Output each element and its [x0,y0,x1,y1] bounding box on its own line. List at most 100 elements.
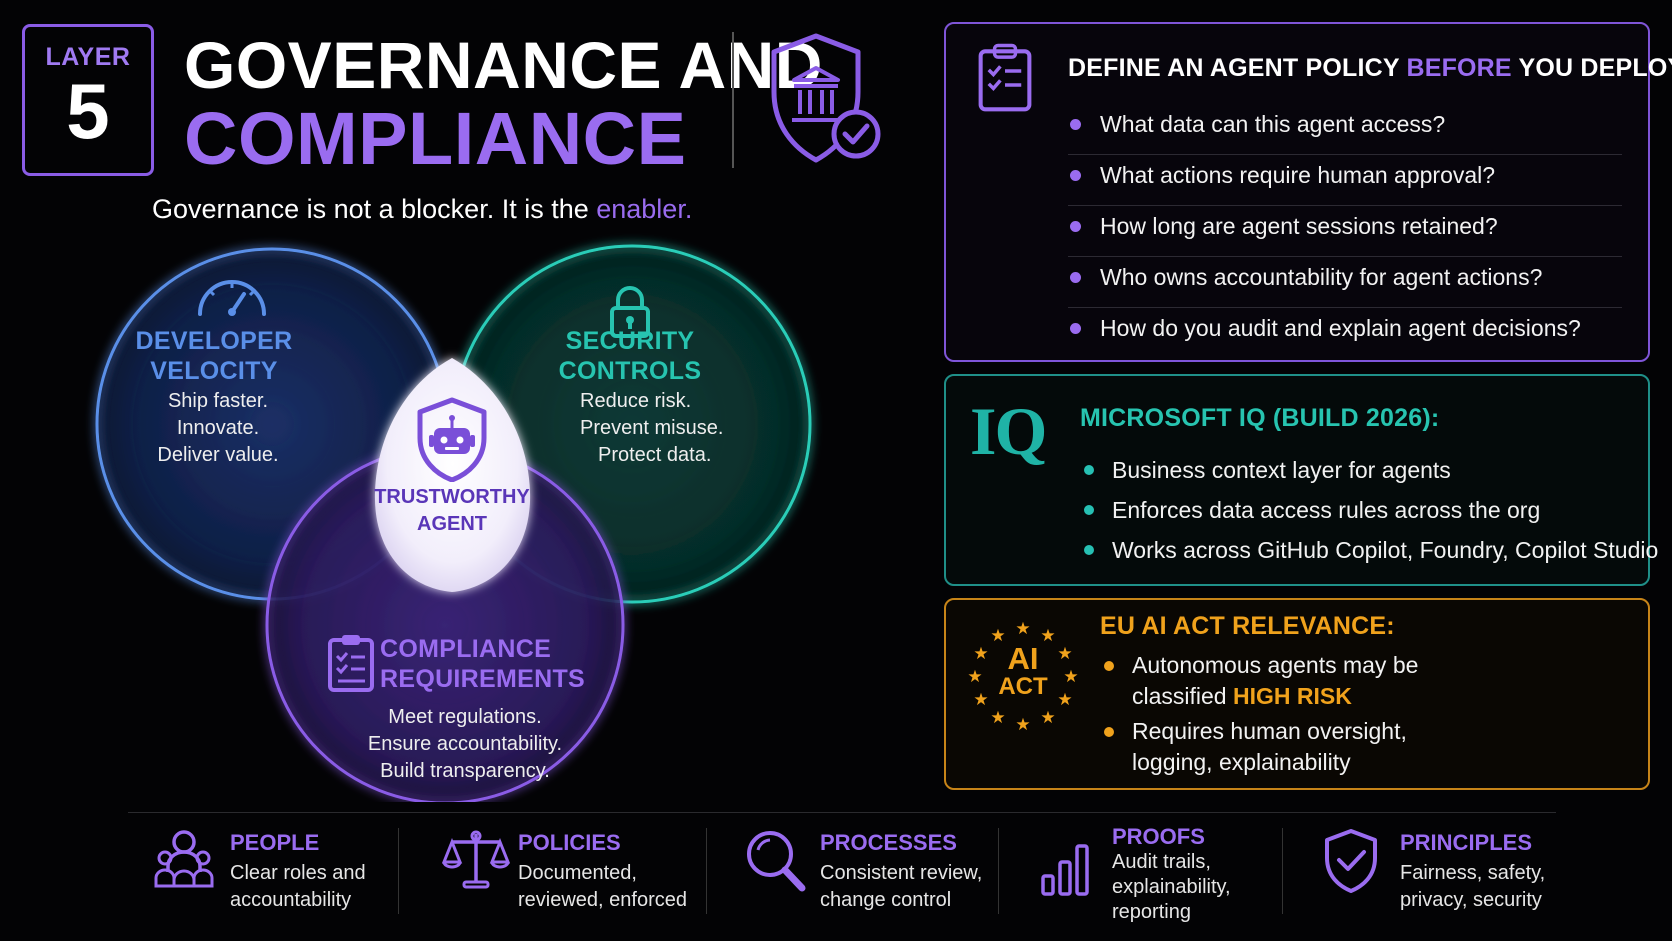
svg-text:★: ★ [967,667,982,687]
pillar-desc-line1: Consistent review, [820,862,983,884]
svg-text:★: ★ [1015,619,1030,639]
pillar-title: PRINCIPLES [1400,830,1533,855]
compliance-title-2: REQUIREMENTS [380,665,586,693]
pillar-desc: Fairness, safety, privacy, security [1400,860,1545,914]
tagline: Governance is not a blocker. It is the e… [152,194,692,225]
developer-line-2: Innovate. [176,417,260,439]
eu-item2-line2: logging, explainability [1132,749,1351,775]
policy-heading: DEFINE AN AGENT POLICY BEFORE YOU DEPLOY… [1068,54,1672,83]
policy-heading-suffix: YOU DEPLOY: [1518,54,1672,82]
question-text: How long are agent sessions retained? [1100,213,1498,239]
policy-heading-highlight: BEFORE [1406,54,1512,82]
clipboard-checklist-icon [978,43,1032,112]
pillar-desc-line2: reviewed, enforced [518,889,687,911]
pillar-title: PEOPLE [230,830,320,855]
tagline-highlight: enabler. [596,194,693,224]
developer-line-3: Deliver value. [157,444,279,466]
bar-chart-icon [1041,844,1089,896]
iq-list: Business context layer for agents Enforc… [1082,450,1658,570]
pillar-desc: Consistent review, change control [820,860,982,914]
svg-text:★: ★ [1057,690,1072,710]
venn-developer-label: DEVELOPER VELOCITY [124,326,304,386]
svg-text:★: ★ [1057,644,1072,664]
eu-item1-line2: classified [1132,683,1233,709]
layer-number: 5 [66,67,110,155]
list-item: Autonomous agents may be classified HIGH … [1102,650,1418,712]
pillar-desc-line3: reporting [1112,901,1191,923]
security-line-1: Reduce risk. [580,390,692,412]
eu-item1-line1: Autonomous agents may be [1132,652,1419,678]
svg-text:★: ★ [1063,667,1078,687]
venn-diagram: DEVELOPER VELOCITY Ship faster. Innovate… [40,232,860,802]
speedometer-icon [198,280,266,316]
security-line-3: Protect data. [598,444,712,466]
question-text: What data can this agent access? [1100,111,1446,137]
microsoft-iq-panel: IQ MICROSOFT IQ (BUILD 2026): Business c… [944,374,1658,586]
venn-center-label: TRUSTWORTHY AGENT [370,484,534,538]
svg-text:★: ★ [990,708,1005,728]
security-line-2: Prevent misuse. [580,417,724,439]
pillar-title: PROCESSES [820,830,957,855]
high-risk-highlight: HIGH RISK [1232,683,1352,709]
clipboard-checklist-icon [328,635,374,692]
pillar-desc-line1: Clear roles and [230,862,366,884]
pillar-desc-line2: privacy, security [1400,889,1542,911]
iq-heading: MICROSOFT IQ (BUILD 2026): [1080,404,1440,432]
svg-text:★: ★ [1040,708,1055,728]
iq-item-text: Works across GitHub Copilot, Foundry, Co… [1112,537,1659,563]
list-item: Who owns accountability for agent action… [1068,257,1622,308]
compliance-line-3: Build transparency. [380,760,550,782]
iq-logo: IQ [970,393,1047,469]
eu-list: Autonomous agents may be classified HIGH … [1102,650,1418,782]
security-title-1: SECURITY [565,327,695,355]
tagline-text: Governance is not a blocker. It is the [152,194,597,224]
iq-item-text: Business context layer for agents [1112,457,1451,483]
venn-security-lines: Reduce risk. Prevent misuse. Protect dat… [580,388,740,469]
list-item: How long are agent sessions retained? [1068,206,1622,257]
question-text: What actions require human approval? [1100,162,1496,188]
list-item: Requires human oversight,logging, explai… [1102,716,1418,778]
pillar-desc-line1: Documented, [518,862,637,884]
pillar-desc-line1: Fairness, safety, [1400,862,1546,884]
pillar-desc-line1: Audit trails, [1112,851,1211,873]
page-title-line2: COMPLIANCE [184,97,687,180]
pillar-separator [398,828,399,914]
center-title-1: TRUSTWORTHY [374,486,530,508]
compliance-title-1: COMPLIANCE [380,635,552,663]
badge-act: ACT [998,673,1048,700]
svg-text:★: ★ [990,626,1005,646]
venn-compliance-label: COMPLIANCE REQUIREMENTS [380,634,586,694]
list-item: Works across GitHub Copilot, Foundry, Co… [1082,530,1658,570]
pillar-separator [998,828,999,914]
pillar-title: POLICIES [518,830,621,855]
pillar-separator [706,828,707,914]
shield-check-icon [1325,829,1377,893]
compliance-line-2: Ensure accountability. [367,733,563,755]
badge-ai: AI [1007,641,1039,676]
list-item: How do you audit and explain agent decis… [1068,308,1622,359]
scales-icon [442,830,510,889]
policy-heading-prefix: DEFINE AN AGENT POLICY [1068,54,1407,82]
list-item: What actions require human approval? [1068,155,1622,206]
developer-title-2: VELOCITY [150,357,278,385]
layer-badge: LAYER 5 [22,24,154,176]
padlock-icon [610,286,650,338]
layer-label: LAYER [45,43,131,71]
eu-ai-act-badge: ★ ★ ★ ★ ★ ★ ★ ★ ★ ★ ★ ★ AI ACT [964,614,1082,732]
pillar-title: PROOFS [1112,824,1205,849]
venn-security-label: SECURITY CONTROLS [540,326,720,386]
compliance-line-1: Meet regulations. [388,706,542,728]
policy-question-list: What data can this agent access? What ac… [1068,104,1622,359]
shield-building-check-icon [771,33,881,163]
pillar-desc-line2: change control [820,889,952,911]
eu-ai-act-panel: ★ ★ ★ ★ ★ ★ ★ ★ ★ ★ ★ ★ AI ACT EU AI ACT… [944,598,1650,790]
list-item: What data can this agent access? [1068,104,1622,155]
venn-developer-lines: Ship faster. Innovate. Deliver value. [144,388,292,469]
title-divider [732,32,734,168]
agent-policy-panel: DEFINE AN AGENT POLICY BEFORE YOU DEPLOY… [944,22,1672,362]
question-text: Who owns accountability for agent action… [1100,264,1543,290]
developer-line-1: Ship faster. [167,390,269,412]
pillar-desc: Audit trails,explainability,reporting [1112,850,1231,925]
iq-item-text: Enforces data access rules across the or… [1112,497,1541,523]
